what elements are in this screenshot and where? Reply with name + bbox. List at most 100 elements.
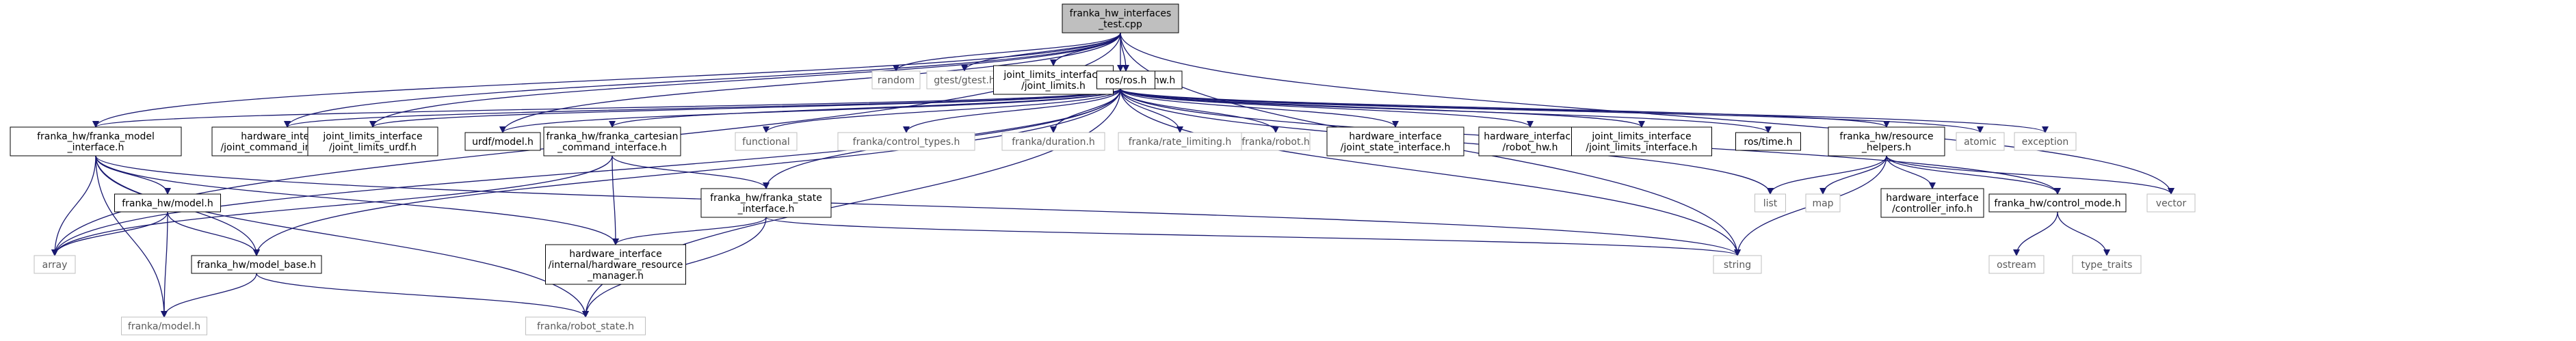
node-rosh[interactable]: ros/ros.h <box>1096 70 1155 90</box>
edge-fmi-to-hirm <box>95 155 619 245</box>
node-label: map <box>1812 198 1833 209</box>
edge-fmodel-to-array <box>51 211 168 256</box>
node-label: array <box>42 260 68 271</box>
node-label: _interface.h <box>67 142 124 153</box>
node-urdf[interactable]: urdf/model.h <box>464 132 541 151</box>
node-label: franka/rate_limiting.h <box>1129 137 1232 148</box>
node-ostream: ostream <box>1988 255 2045 274</box>
edge-fmi-to-frs <box>95 155 589 318</box>
node-label: joint_limits_interface <box>1003 70 1103 81</box>
node-fsi[interactable]: franka_hw/franka_state_interface.h <box>700 188 832 218</box>
node-box <box>1754 193 1786 213</box>
edge-fh-to-jlu <box>369 88 1121 128</box>
node-box <box>837 132 975 151</box>
node-list: list <box>1754 193 1786 213</box>
node-jli[interactable]: joint_limits_interface/joint_limits.h <box>993 65 1114 95</box>
node-label: joint_limits_interface <box>322 131 422 142</box>
edge-fmi-to-string <box>95 155 1741 256</box>
node-hjsi[interactable]: hardware_interface/joint_state_interface… <box>1326 126 1464 156</box>
node-frh[interactable]: franka_hw/resource_helpers.h <box>1828 126 1945 156</box>
node-box <box>1735 132 1801 151</box>
node-box <box>1241 132 1311 151</box>
node-string: string <box>1713 255 1762 274</box>
node-box <box>1478 126 1582 156</box>
node-label: /controller_info.h <box>1892 204 1973 215</box>
node-hirm[interactable]: hardware_interface/internal/hardware_res… <box>545 244 686 285</box>
edge-fh-to-hrhw <box>1120 88 1534 128</box>
node-label: /joint_limits.h <box>1021 81 1086 92</box>
edge-fmi-to-fmodelh <box>95 155 168 318</box>
node-label: hardware_interface <box>1886 193 1978 204</box>
node-hrhw[interactable]: hardware_interface/robot_hw.h <box>1478 126 1582 156</box>
node-box <box>1001 132 1105 151</box>
node-label: _test.cpp <box>1098 19 1142 30</box>
node-root[interactable]: franka_hw_interfaces_test.cpp <box>1062 3 1179 33</box>
edge-fh-to-rtime <box>1120 88 1772 133</box>
node-fcm[interactable]: franka_hw/control_mode.h <box>1988 193 2127 213</box>
node-label: franka_hw/resource <box>1839 131 1933 142</box>
edge-fh-to-fct <box>903 88 1121 133</box>
node-label: vector <box>2156 198 2187 209</box>
node-label: /joint_limits_urdf.h <box>329 142 417 153</box>
node-box <box>926 70 1003 90</box>
node-box <box>1571 126 1712 156</box>
node-box <box>735 132 798 151</box>
edge-fh-to-fci <box>609 88 1121 128</box>
node-array: array <box>34 255 76 274</box>
edge-fh-to-string <box>1120 88 1741 256</box>
edge-frh-to-map <box>1819 155 1887 195</box>
node-frl: franka/rate_limiting.h <box>1118 132 1242 151</box>
node-label: /joint_state_interface.h <box>1341 142 1451 153</box>
node-fmodel[interactable]: franka_hw/model.h <box>114 193 221 213</box>
node-fmi[interactable]: franka_hw/franka_model_interface.h <box>10 126 182 156</box>
edges-layer <box>51 32 2174 318</box>
node-box <box>2146 193 2196 213</box>
node-label: franka_hw/franka_cartesian <box>547 131 679 142</box>
node-label: /joint_limits_interface.h <box>1586 142 1697 153</box>
node-vector: vector <box>2146 193 2196 213</box>
edge-fh-to-hjsi <box>1120 88 1399 128</box>
node-fmb[interactable]: franka_hw/model_base.h <box>191 255 322 274</box>
node-label: exception <box>2022 137 2068 148</box>
node-fci[interactable]: franka_hw/franka_cartesian_command_inter… <box>543 126 681 156</box>
node-label: functional <box>742 137 790 148</box>
node-box <box>34 255 76 274</box>
edge-frh-to-vector <box>1886 155 2174 195</box>
node-label: franka/model.h <box>128 321 200 332</box>
edge-fh-to-functional <box>763 88 1121 133</box>
node-label: /robot_hw.h <box>1502 142 1558 153</box>
node-box <box>545 244 686 285</box>
node-box <box>114 193 221 213</box>
edge-fh-to-atomic <box>1120 88 1984 133</box>
node-box <box>121 316 207 336</box>
node-label: franka_hw/model.h <box>122 198 213 209</box>
node-label: franka_hw/control_mode.h <box>1994 198 2120 209</box>
node-box <box>1326 126 1464 156</box>
node-label: joint_limits_interface <box>1591 131 1691 142</box>
node-label: franka_hw/model_base.h <box>197 260 316 271</box>
node-label: franka_hw/franka_model <box>37 131 155 142</box>
node-box <box>1713 255 1762 274</box>
node-hci[interactable]: hardware_interface/controller_info.h <box>1880 188 1984 218</box>
node-label: franka/duration.h <box>1012 137 1095 148</box>
node-box <box>1988 255 2045 274</box>
node-jlint[interactable]: joint_limits_interface/joint_limits_inte… <box>1571 126 1712 156</box>
node-label: gtest/gtest.h <box>934 75 995 86</box>
edge-fmb-to-fmodelh <box>161 273 257 318</box>
edge-fci-to-fsi <box>612 155 770 189</box>
node-jlu[interactable]: joint_limits_interface/joint_limits_urdf… <box>307 126 438 156</box>
node-box <box>700 188 832 218</box>
node-label: ros/time.h <box>1744 137 1793 148</box>
node-box <box>543 126 681 156</box>
node-fmodelh: franka/model.h <box>121 316 207 336</box>
edge-fh-to-jlint <box>1120 88 1645 128</box>
node-box <box>1880 188 1984 218</box>
node-frob: franka/robot.h <box>1241 132 1311 151</box>
node-rtime[interactable]: ros/time.h <box>1735 132 1801 151</box>
node-box <box>2072 255 2142 274</box>
node-box <box>307 126 438 156</box>
node-box <box>1988 193 2127 213</box>
node-label: hardware_interface <box>569 249 661 260</box>
node-label: franka/robot_state.h <box>537 321 634 332</box>
